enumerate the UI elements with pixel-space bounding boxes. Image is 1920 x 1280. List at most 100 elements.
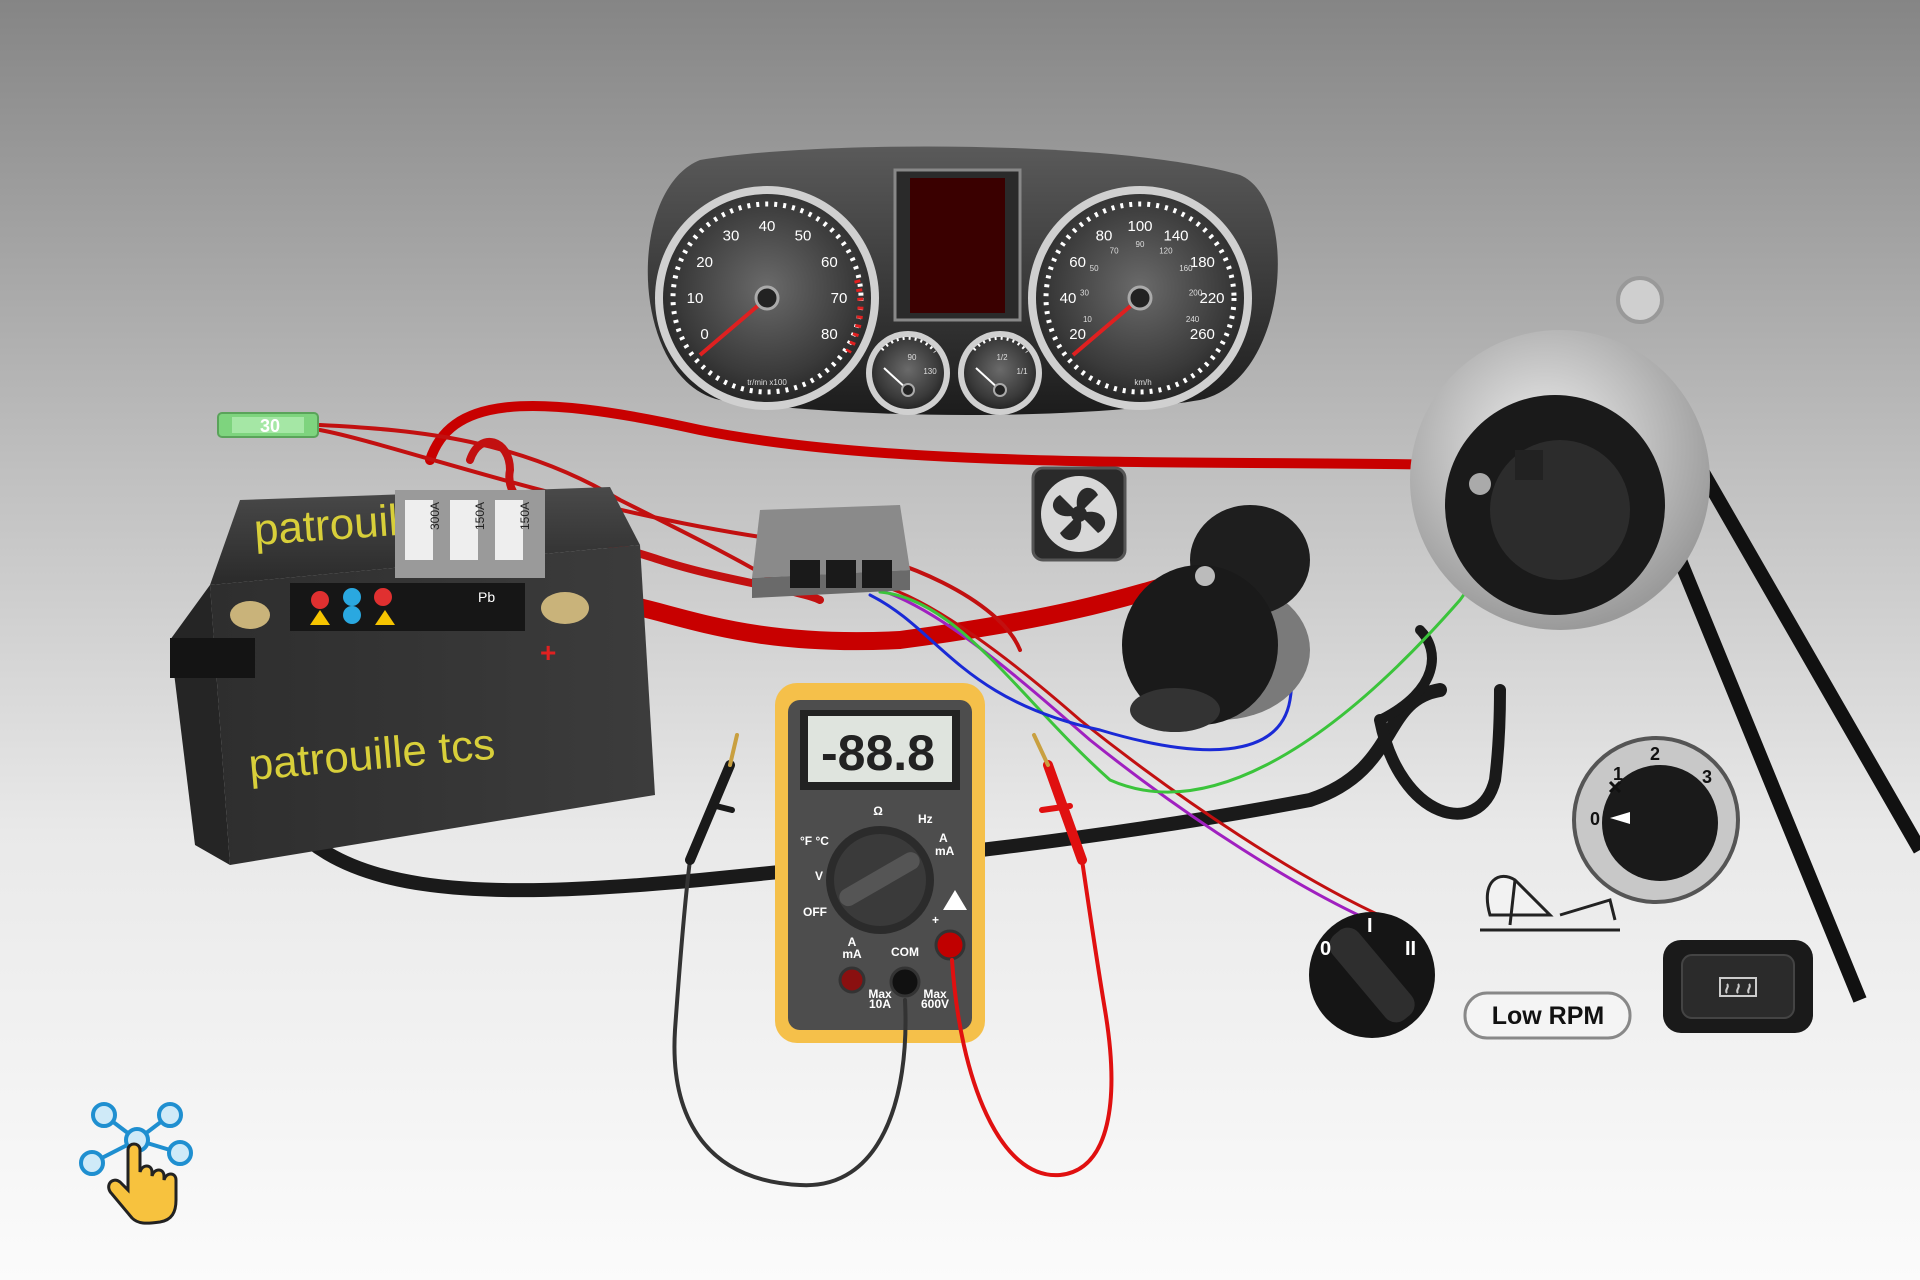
svg-text:0: 0 [1590,809,1600,829]
red-signal-wire [878,583,1392,922]
ecu-module[interactable] [752,505,910,598]
tachometer-needle [698,296,769,357]
tachometer-tick-label: 50 [795,228,812,245]
battery-negative-terminal[interactable] [170,601,270,678]
svg-text:Max: Max [868,987,892,1001]
speedometer-minor-tick-label: 70 [1110,246,1119,255]
svg-text:150A: 150A [473,502,487,530]
svg-text:130: 130 [923,367,937,376]
battery[interactable]: patrouille tcs patrouille tcs 300A 150A … [170,487,655,865]
warning-icon [943,890,967,910]
alternator[interactable] [1410,276,1920,1003]
svg-text:150A: 150A [518,502,532,530]
port-com[interactable] [889,966,921,998]
black-probe[interactable] [685,733,739,865]
svg-text:3: 3 [1702,767,1712,787]
speedometer-minor-tick-label: 90 [1136,240,1145,249]
multimeter-rotary-dial[interactable] [826,826,934,934]
fan-speed-knob[interactable]: 0 1 2 3 [1572,736,1740,904]
low-rpm-control[interactable]: Low RPM [1463,874,1632,1040]
test-probes [672,733,1114,1188]
pointing-hand-icon [107,1142,178,1225]
svg-text:1: 1 [1613,764,1623,784]
svg-text:Max: Max [923,987,947,1001]
low-rpm-label: Low RPM [1492,1002,1605,1030]
svg-text:0: 0 [1320,938,1331,960]
speedometer-minor-tick-label: 30 [1080,289,1089,298]
speedometer-unit: km/h [1134,378,1151,387]
cooling-fan[interactable] [1031,466,1127,562]
svg-text:1/1: 1/1 [1016,367,1028,376]
fuse-wire-2 [318,428,1022,652]
low-rpm-button[interactable] [1463,991,1632,1040]
svg-text:°F °C: °F °C [800,834,829,848]
svg-text:+: + [540,637,556,668]
center-display [910,178,1005,313]
speedometer-tick-label: 20 [1069,326,1086,343]
red-probe[interactable] [1032,733,1087,865]
fuel-gauge: 1/2 1/1 [958,331,1042,415]
tachometer-tick-label: 30 [723,228,740,245]
speedometer-tick-label: 260 [1190,326,1215,343]
multimeter-display [808,716,952,782]
fan-icon [1052,487,1106,541]
speedometer-minor-tick-label: 160 [1179,264,1193,273]
speedometer-tick-label: 80 [1096,228,1113,245]
fan-speed-icon [1608,780,1622,794]
svg-text:I: I [1367,915,1373,937]
fuse-30[interactable]: 30 [217,412,319,438]
speedometer-tick-label: 40 [1060,290,1077,307]
battery-pb-label: Pb [478,589,495,605]
speedometer-needle [1071,296,1142,357]
speedometer-minor-tick-label: 200 [1189,289,1203,298]
speedometer-tick-label: 60 [1069,254,1086,271]
battery-alternator-wire [425,401,1465,470]
purple-signal-wire [878,588,1382,927]
rear-defrost-button[interactable] [1663,940,1813,1033]
svg-text:1/2: 1/2 [996,353,1008,362]
tachometer-tick-label: 10 [687,290,704,307]
port-volt[interactable] [934,929,966,961]
speedometer-minor-tick-label: 120 [1159,246,1173,255]
touch-hint-icon [79,1102,193,1225]
fuse-rating: 30 [260,416,280,436]
speedometer-tick-label: 220 [1199,290,1224,307]
starter-motor[interactable] [1122,505,1310,732]
svg-text:A: A [848,935,857,949]
alternator-ground-cable [1374,684,1506,820]
battery-positive-terminal[interactable]: + [540,592,589,668]
svg-text:Ω: Ω [873,804,883,818]
svg-text:+: + [932,913,939,927]
speedometer-minor-tick-label: 50 [1090,264,1099,273]
battery-fuse-block: 300A 150A 150A [395,490,545,578]
speedometer-tick-label: 100 [1127,218,1152,235]
speedometer-minor-tick-label: 240 [1186,315,1200,324]
svg-text:COM: COM [891,945,919,959]
svg-text:OFF: OFF [803,905,827,919]
speedometer-tick-label: 140 [1163,228,1188,245]
port-amp[interactable] [838,966,866,994]
red-probe-lead [950,858,1114,1178]
svg-text:mA: mA [842,947,862,961]
tachometer-tick-label: 40 [759,218,776,235]
svg-text:90: 90 [908,353,917,362]
speedometer-tick-label: 180 [1190,254,1215,271]
multimeter[interactable]: -88.8 °F °C V OFF Ω Hz A mA + A mA COM M… [775,683,985,1043]
rear-defrost-icon [1719,977,1757,997]
svg-text:V: V [815,869,823,883]
svg-text:2: 2 [1650,744,1660,764]
temperature-gauge: 90 130 [866,331,950,415]
ignition-switch[interactable]: 0 I II [1309,912,1435,1038]
svg-text:mA: mA [935,844,955,858]
svg-text:600V: 600V [921,997,949,1011]
tachometer-tick-label: 20 [696,254,713,271]
svg-text:Hz: Hz [918,812,933,826]
battery-warning-label: Pb [290,583,525,631]
multimeter-reading: -88.8 [821,725,935,781]
svg-text:10A: 10A [869,997,891,1011]
svg-text:300A: 300A [428,502,442,530]
tachometer-tick-label: 0 [700,326,708,343]
